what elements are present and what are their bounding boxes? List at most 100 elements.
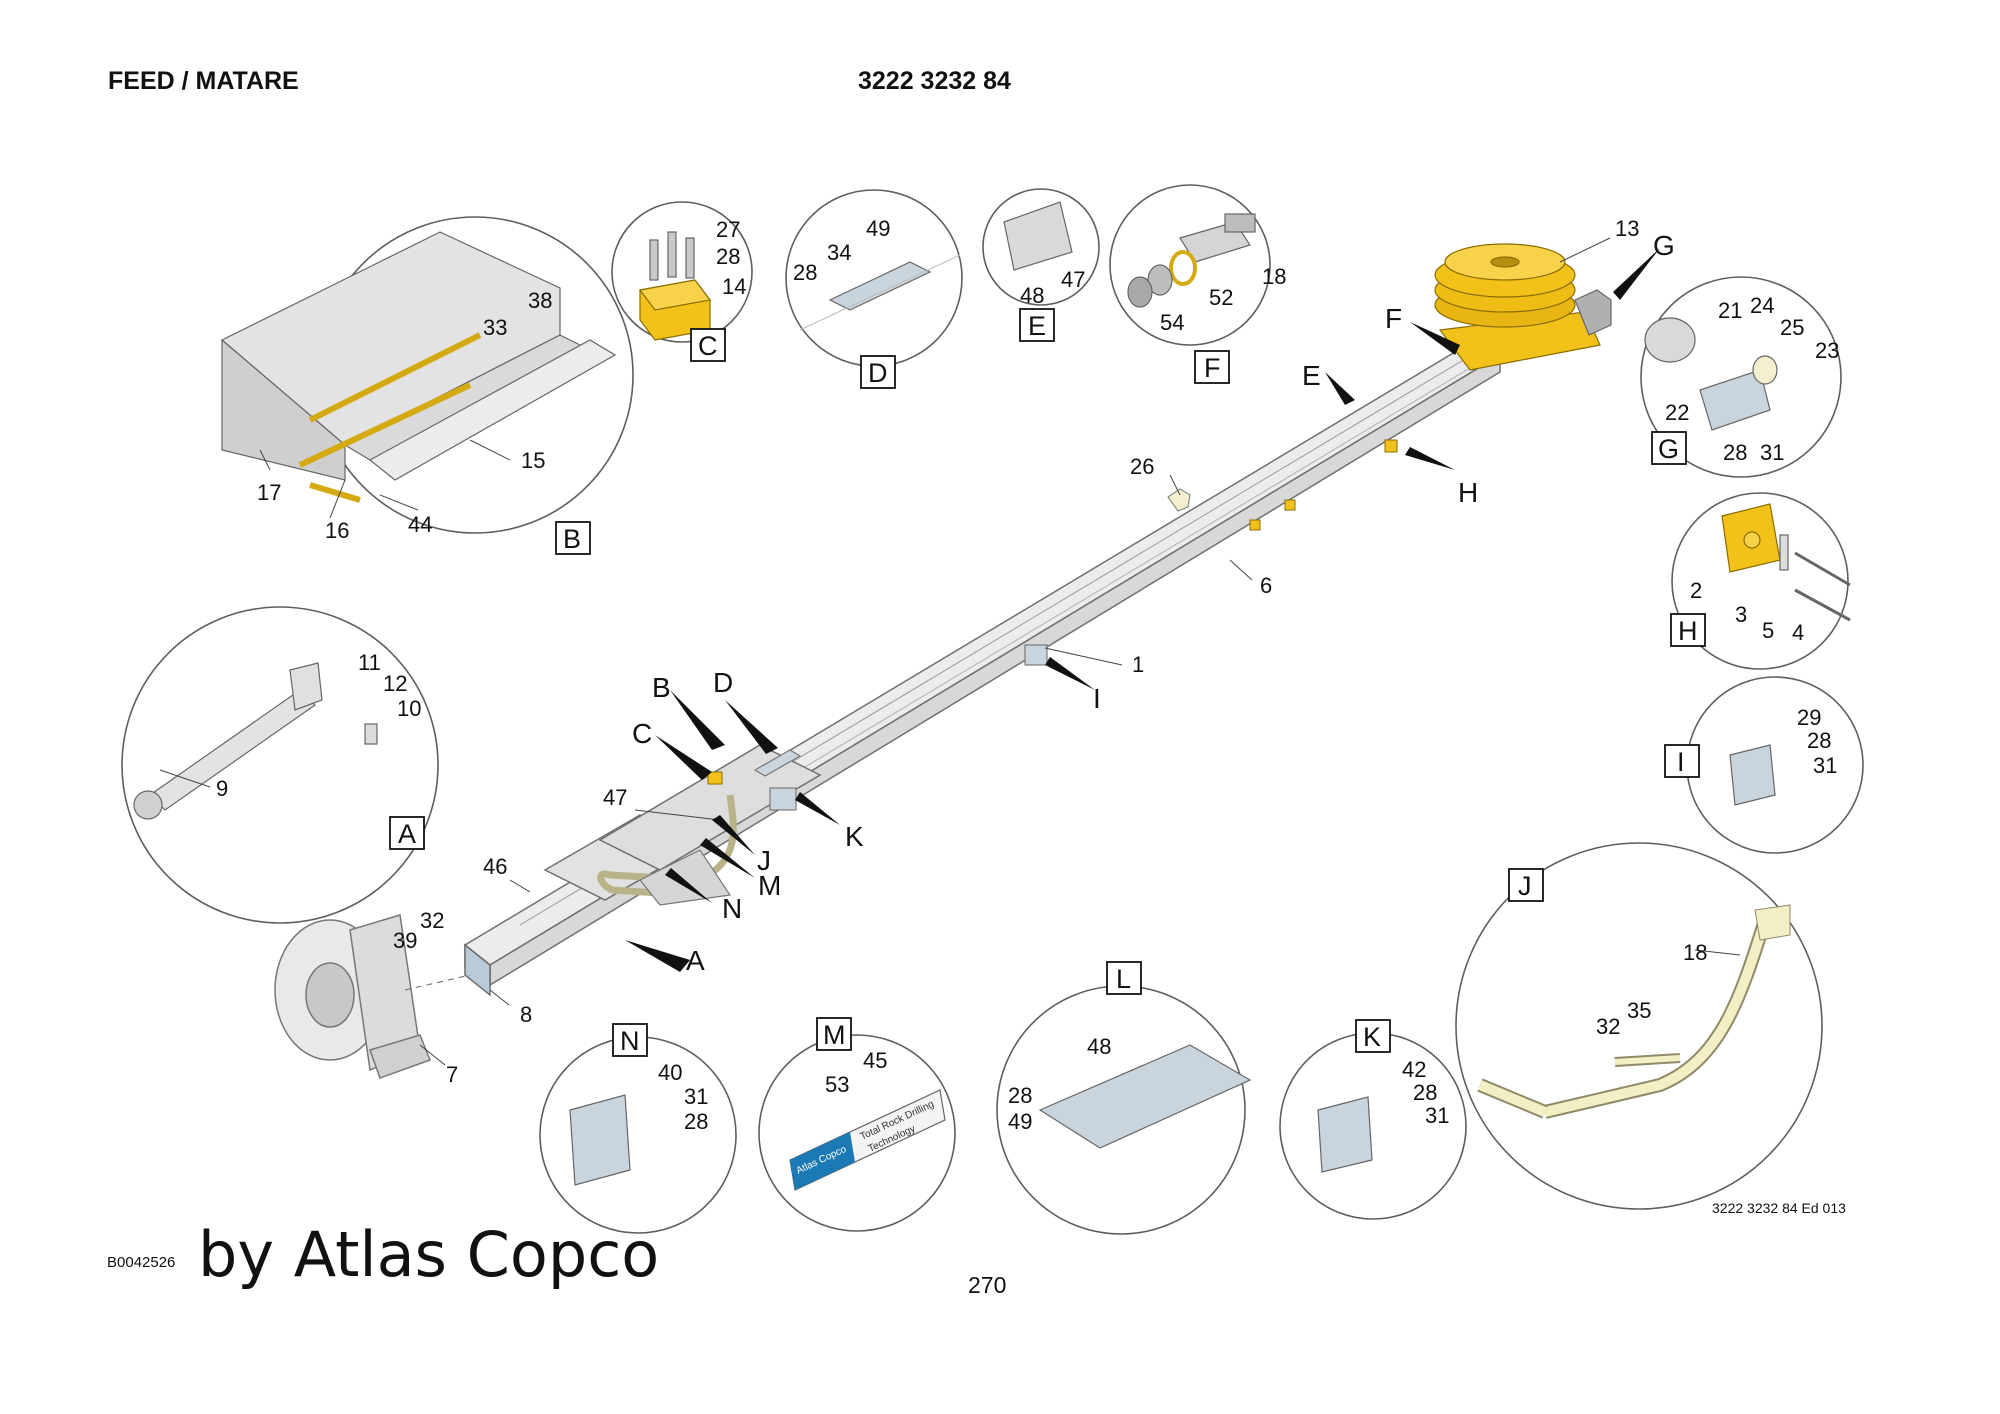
part-label-1: 1: [1132, 652, 1144, 677]
detail-box-a: [389, 816, 425, 850]
detail-circle-c: [611, 201, 753, 343]
part-label-34: 34: [827, 240, 851, 265]
pointer-arrow-d: [725, 700, 778, 754]
plate-d-on-beam: [754, 749, 801, 777]
sleeve-c-on-beam: [707, 771, 723, 785]
support-bracket: [639, 849, 732, 906]
detail-letter-j: J: [1518, 871, 1532, 901]
detail-letter-b: B: [563, 524, 581, 554]
part-label-52: 52: [1209, 285, 1233, 310]
detail-l-drawing: [1038, 1044, 1252, 1149]
detail-box-c: [690, 328, 726, 362]
detail-box-g: [1651, 431, 1687, 465]
detail-e-drawing: [1003, 201, 1073, 271]
part-label-45-e: 48: [1020, 283, 1044, 308]
plate-i-on-beam: [1024, 644, 1048, 666]
detail-box-j: [1508, 868, 1544, 902]
part-label-18: 18: [1683, 940, 1707, 965]
detail-box-i: [1664, 744, 1700, 778]
pointer-arrow-c: [655, 735, 712, 780]
detail-circle-e: [982, 188, 1100, 306]
part-label-49-l: 49: [1008, 1109, 1032, 1134]
detail-circle-h: [1671, 492, 1849, 670]
publisher-credit: by Atlas Copco: [198, 1218, 660, 1291]
part-label-28-i: 28: [1807, 728, 1831, 753]
pointer-letter-f: F: [1385, 303, 1402, 334]
pointer-arrow-e: [1325, 372, 1355, 405]
detail-circle-j: [1455, 842, 1823, 1210]
part-label-39: 39: [393, 928, 417, 953]
pointer-arrow-h: [1405, 447, 1455, 470]
detail-letter-e: E: [1028, 311, 1046, 341]
document-number: 3222 3232 84: [858, 67, 1011, 95]
part-label-21: 21: [1718, 298, 1742, 323]
detail-j-drawing: [1477, 904, 1791, 1119]
part-label-32-i: 31: [1813, 753, 1837, 778]
pointer-letter-e: E: [1302, 360, 1321, 391]
pointer-arrows: [625, 248, 1660, 972]
part-label-41: 44: [408, 512, 432, 537]
part-label-32-g: 31: [1760, 440, 1784, 465]
detail-letter-h: H: [1678, 616, 1698, 646]
part-label-4: 4: [1792, 620, 1804, 645]
part-label-28-k: 28: [1413, 1080, 1437, 1105]
detail-k-drawing: [1317, 1096, 1373, 1173]
part-label-33: 33: [483, 315, 507, 340]
pointer-letter-g: G: [1653, 230, 1675, 261]
rotation-unit: [274, 914, 431, 1079]
plate-k-on-beam: [769, 787, 797, 811]
part-label-5: 5: [1762, 618, 1774, 643]
part-label-47: 47: [603, 785, 627, 810]
block-on-beam-1: [1284, 499, 1296, 511]
part-label-24: 24: [1750, 293, 1774, 318]
detail-c-drawing: [638, 231, 712, 341]
part-label-42: 42: [1402, 1057, 1426, 1082]
part-label-32-k: 31: [1425, 1103, 1449, 1128]
part-label-11: 11: [358, 650, 381, 675]
detail-box-f: [1194, 350, 1230, 384]
part-label-38: 38: [528, 288, 552, 313]
part-label-28-l: 28: [1008, 1083, 1032, 1108]
detail-circle-f: [1109, 184, 1271, 346]
pointer-letter-m: M: [758, 870, 781, 901]
pointer-letter-k: K: [845, 821, 864, 852]
detail-box-b: [555, 521, 591, 555]
hose-reel: [1434, 243, 1612, 371]
part-label-6: 6: [1260, 573, 1272, 598]
part-label-8: 8: [520, 1002, 532, 1027]
part-label-3: 3: [1735, 602, 1747, 627]
detail-box-h: [1670, 613, 1706, 647]
detail-circle-n: [539, 1036, 737, 1234]
part-label-49-d: 49: [866, 216, 890, 241]
part-label-16: 16: [325, 518, 349, 543]
detail-letter-c: C: [698, 331, 718, 361]
pointer-letter-h: H: [1458, 477, 1478, 508]
part-label-26: 26: [1130, 454, 1154, 479]
part-label-23: 23: [1815, 338, 1839, 363]
page-title: FEED / MATARE: [108, 67, 299, 95]
part-label-14: 14: [722, 274, 746, 299]
detail-letter-n: N: [620, 1026, 640, 1056]
part-label-25: 25: [1780, 315, 1804, 340]
detail-letter-m: M: [823, 1020, 846, 1050]
detail-i-drawing: [1729, 744, 1776, 806]
detail-box-k: [1355, 1019, 1391, 1053]
part-label-15: 15: [521, 448, 545, 473]
detail-m-drawing: Atlas Copco Total Rock Drilling Technolo…: [789, 1089, 946, 1191]
detail-circle-a: [121, 606, 439, 924]
part-label-54: 54: [1160, 310, 1184, 335]
detail-letter-g: G: [1658, 434, 1679, 464]
part-label-46: 46: [483, 854, 507, 879]
detail-f-drawing: [1127, 213, 1256, 308]
block-on-beam-2: [1249, 519, 1261, 531]
pointer-arrow-n: [665, 868, 712, 903]
part-label-35: 35: [1627, 998, 1651, 1023]
part-label-17: 17: [257, 480, 281, 505]
detail-letter-k: K: [1363, 1022, 1381, 1052]
pointer-letter-c: C: [632, 718, 652, 749]
feed-beam: [463, 339, 1502, 997]
page-number: 270: [968, 1272, 1007, 1298]
pointer-letter-a: A: [686, 945, 705, 976]
detail-d-drawing: [799, 254, 961, 331]
